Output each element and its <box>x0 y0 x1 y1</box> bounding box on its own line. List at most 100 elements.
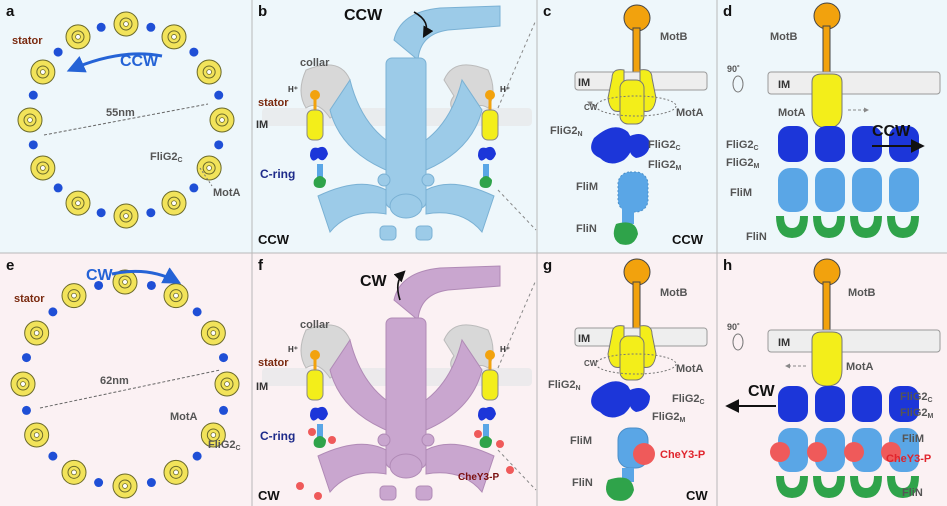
flim-unit <box>815 168 845 212</box>
svg-text:FliG2N: FliG2N <box>548 379 581 392</box>
panel-label-g: g <box>543 257 552 274</box>
flig2c-label-a: FliG2 <box>150 151 178 163</box>
flim-unit <box>889 428 919 472</box>
panel-label-b: b <box>258 3 267 20</box>
stator-unit <box>209 107 235 133</box>
flig2-unit <box>815 126 845 162</box>
stator-unit <box>24 320 50 346</box>
stator-label-a: stator <box>12 35 43 47</box>
svg-text:FliG2C: FliG2C <box>150 151 183 164</box>
bottom-label-c: CCW <box>672 232 704 247</box>
flim-unit <box>778 428 808 472</box>
flig2-unit <box>889 386 919 422</box>
stator-label-f: stator <box>258 357 289 369</box>
stator-unit <box>30 59 56 85</box>
stator-unit <box>200 320 226 346</box>
flig2-unit <box>852 126 882 162</box>
flig2c-dot <box>94 280 104 290</box>
svg-text:FliG2C: FliG2C <box>726 139 759 152</box>
stator-unit <box>61 459 87 485</box>
flig2c-dot <box>28 140 38 150</box>
panel-label-e: e <box>6 257 14 274</box>
panel-d: d 90˚ MotB IM MotA FliG2C FliG2M CCW Fli… <box>723 2 941 243</box>
fli-columns-h <box>770 386 919 498</box>
flig2c-dot <box>146 478 156 488</box>
bottom-label-g: CW <box>686 488 708 503</box>
flig2c-dot <box>146 208 156 218</box>
cw-arrow-e <box>111 267 182 284</box>
stator-unit <box>10 371 36 397</box>
flim-label-g: FliM <box>570 435 592 447</box>
flig2c-dot <box>96 208 106 218</box>
stator-unit <box>61 283 87 309</box>
stator-unit <box>112 269 138 295</box>
flig2c-dot <box>48 307 58 317</box>
svg-text:CW: CW <box>584 359 598 368</box>
flig2c-dot <box>53 183 63 193</box>
panel-label-d: d <box>723 3 732 20</box>
flin-label-h: FliN <box>902 487 923 499</box>
chey-unit <box>770 442 790 462</box>
flin-unit <box>850 476 882 498</box>
flig2c-label-e: FliG2 <box>208 439 236 451</box>
flig2c-dot <box>28 90 38 100</box>
flin-unit <box>813 216 845 238</box>
panel-label-f: f <box>258 257 264 274</box>
flig2c-dot <box>214 90 224 100</box>
svg-text:FliG2C: FliG2C <box>648 139 681 152</box>
stator-ring-e <box>10 269 240 499</box>
flim-unit <box>778 168 808 212</box>
stator-right-b <box>478 90 499 188</box>
mota-label-c: MotA <box>676 107 704 119</box>
svg-text:FliG2M: FliG2M <box>652 411 686 424</box>
motb-label-d: MotB <box>770 31 798 43</box>
svg-text:FliG2N: FliG2N <box>550 125 583 138</box>
diameter-line-e <box>39 369 221 409</box>
mota-label-g: MotA <box>676 363 704 375</box>
direction-label-e: CW <box>86 267 114 284</box>
flim-label-d: FliM <box>730 187 752 199</box>
flig2c-dot <box>94 478 104 488</box>
flin-unit <box>887 216 919 238</box>
panel-label-c: c <box>543 3 551 20</box>
flig2c-dot <box>189 183 199 193</box>
ccw-arrow-a <box>66 52 163 73</box>
mota-label-d: MotA <box>778 107 806 119</box>
flig2c-dot <box>219 353 229 363</box>
svg-text:90˚: 90˚ <box>727 322 740 332</box>
motb-label-h: MotB <box>848 287 876 299</box>
panel-label-h: h <box>723 257 732 274</box>
stator-unit <box>163 283 189 309</box>
chey-unit <box>807 442 827 462</box>
panel-e: e 62nm stator CW MotA FliG2C <box>6 257 241 499</box>
flig2c-dot <box>21 405 31 415</box>
im-label-c: IM <box>578 77 590 89</box>
stator-unit <box>196 59 222 85</box>
chey-unit <box>844 442 864 462</box>
im-label-h: IM <box>778 337 790 349</box>
flig2c-dot <box>53 47 63 57</box>
im-label-b: IM <box>256 119 268 131</box>
svg-text:FliG2C: FliG2C <box>900 391 933 404</box>
panel-b: b <box>256 3 537 247</box>
svg-text:FliG2M: FliG2M <box>648 159 682 172</box>
panel-h: h 90˚ MotB IM MotA CW FliG2C FliG2M FliM… <box>723 257 941 499</box>
direction-label-d: CCW <box>872 123 911 140</box>
motb-label-c: MotB <box>660 31 688 43</box>
flin-unit <box>776 216 808 238</box>
im-label-d: IM <box>778 79 790 91</box>
bottom-label-f: CW <box>258 488 280 503</box>
collar-label-f: collar <box>300 319 330 331</box>
svg-text:FliG2M: FliG2M <box>726 157 760 170</box>
flig2c-dot <box>189 47 199 57</box>
mota-label-a: MotA <box>213 187 241 199</box>
flin-unit <box>887 476 919 498</box>
direction-label-b: CCW <box>344 7 383 24</box>
flig2c-dot <box>21 353 31 363</box>
stator-label-e: stator <box>14 293 45 305</box>
direction-label-h: CW <box>748 383 776 400</box>
flig2c-dot <box>146 280 156 290</box>
flin-label-d: FliN <box>746 231 767 243</box>
